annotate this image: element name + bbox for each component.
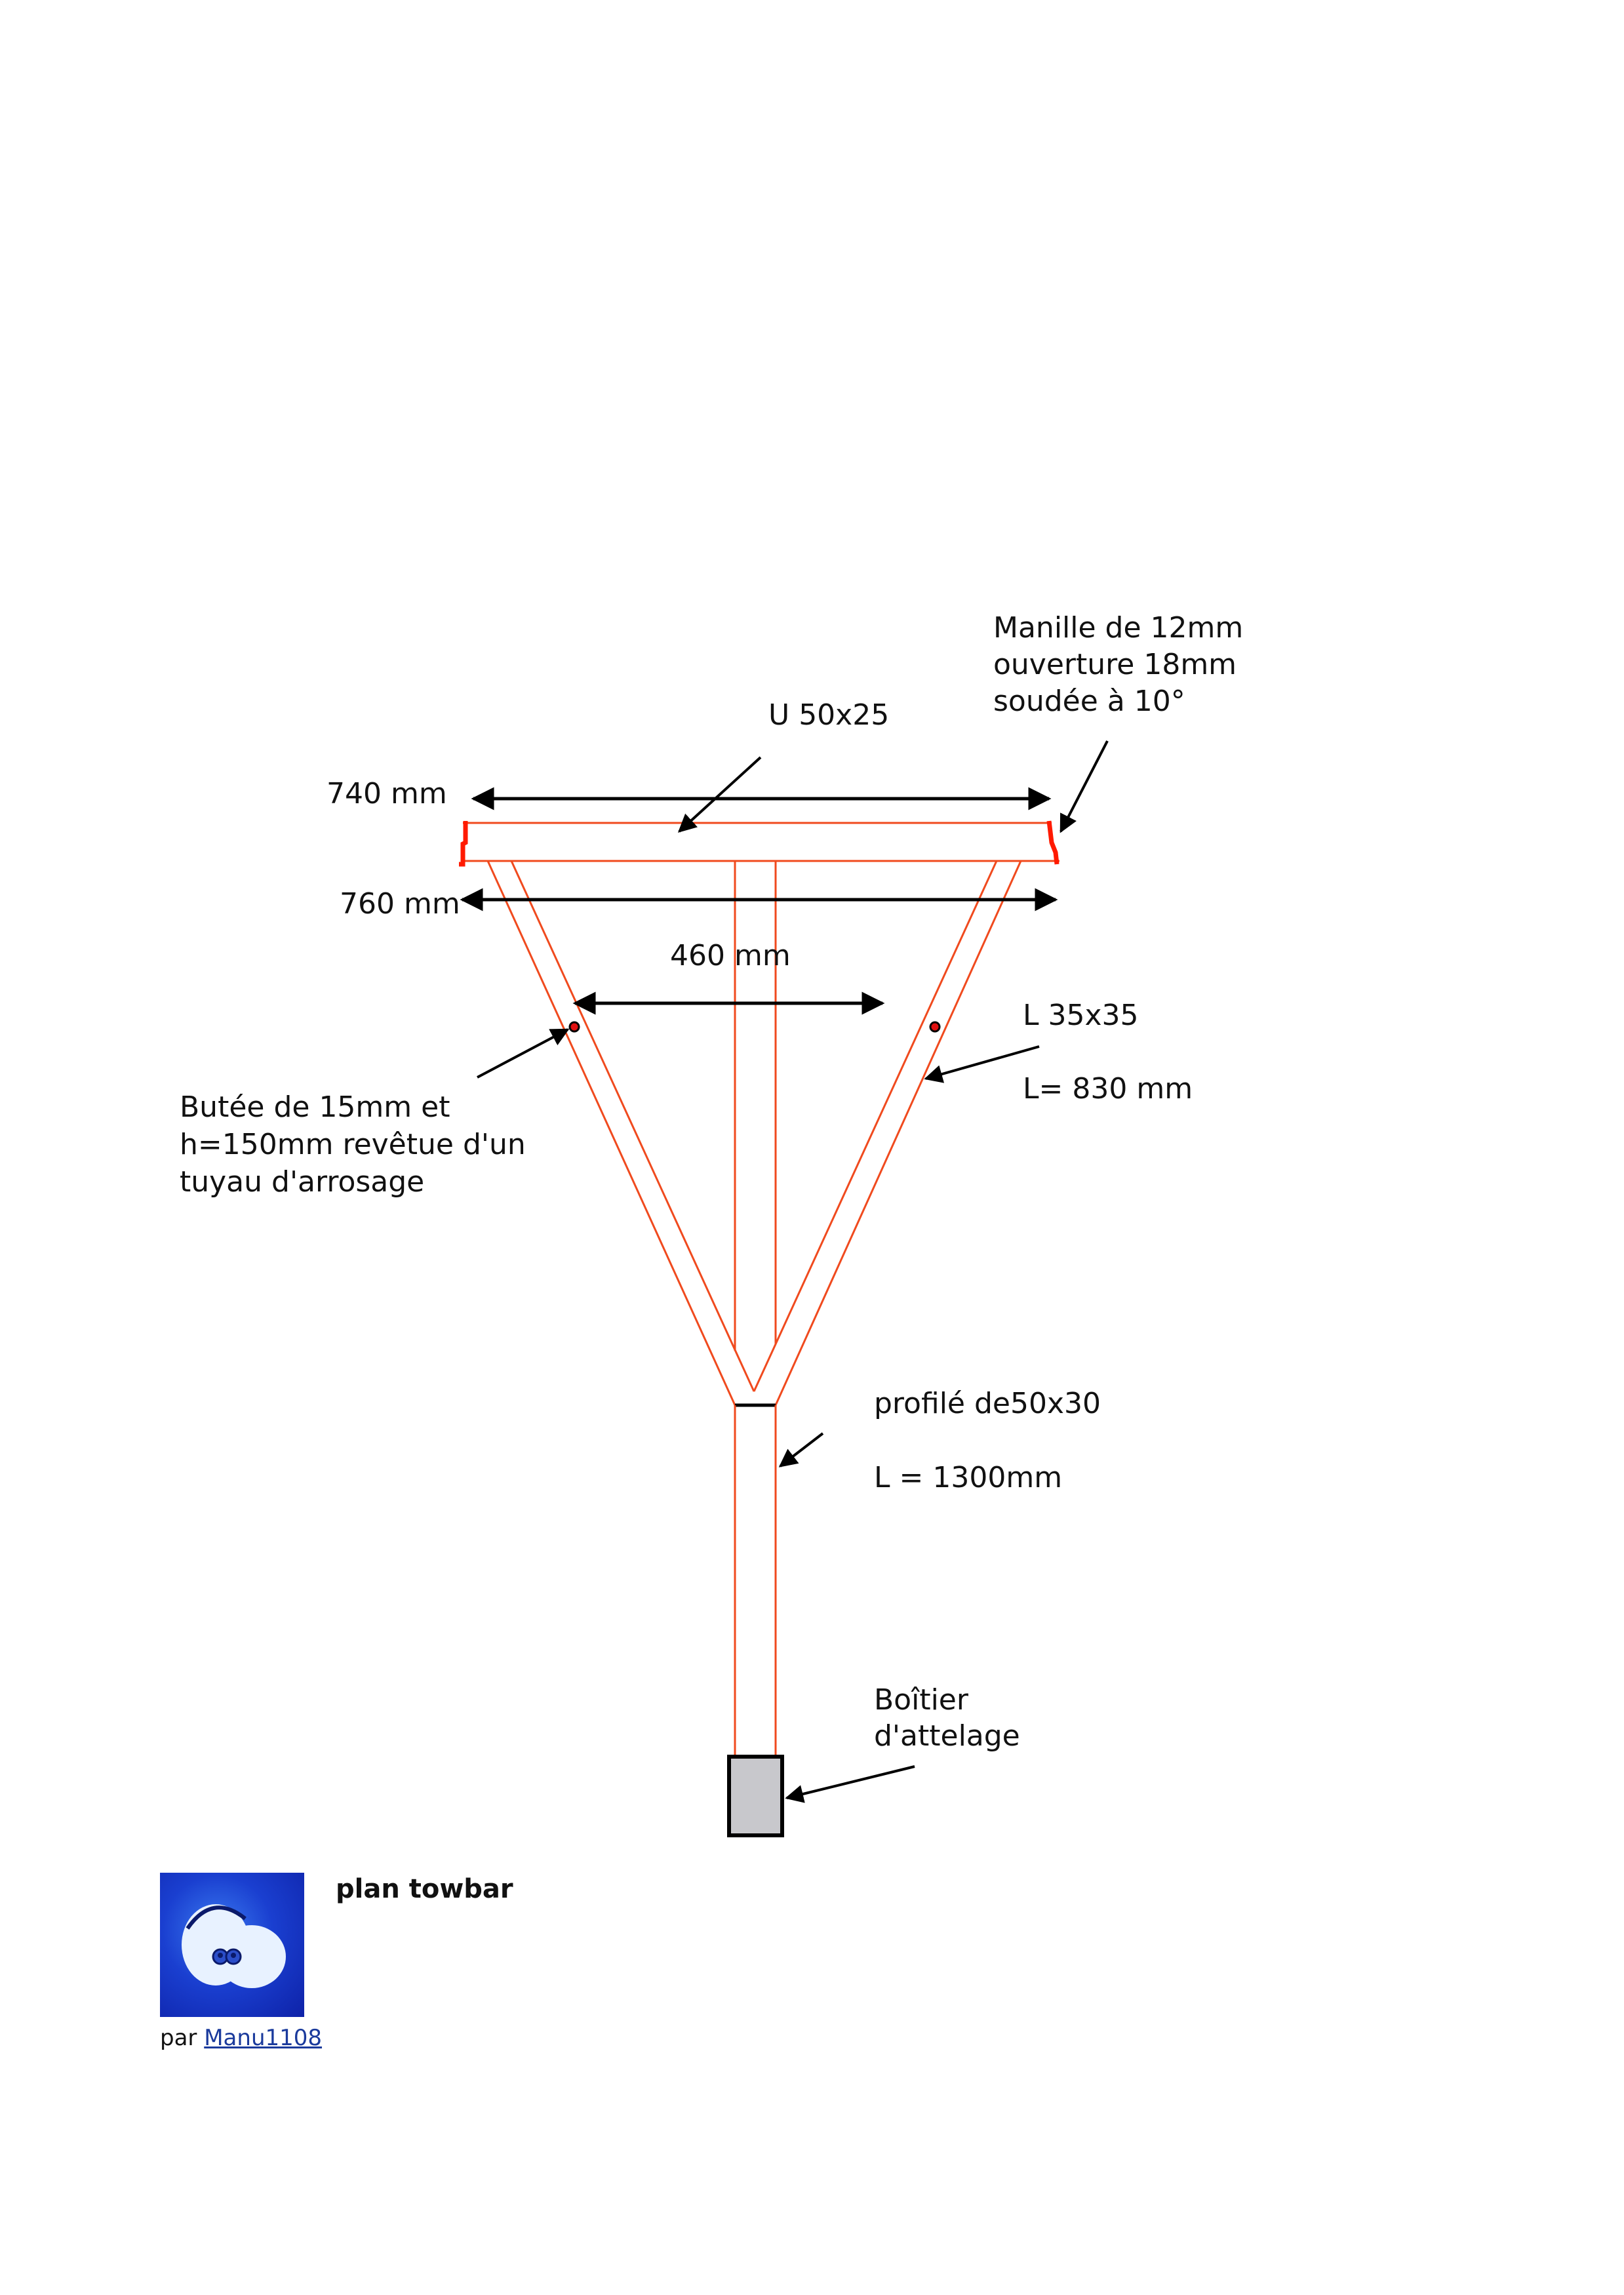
right-stop-dot bbox=[929, 1021, 941, 1033]
manille-label: Manille de 12mm ouverture 18mm soudée à … bbox=[993, 611, 1252, 718]
u-profile-label: U 50x25 bbox=[768, 698, 889, 732]
leader-boitier bbox=[785, 1765, 915, 1803]
left-stop-dot bbox=[568, 1021, 580, 1033]
left-side-rail bbox=[486, 860, 755, 1406]
tow-pole bbox=[734, 1403, 777, 1757]
leader-manille bbox=[1060, 740, 1109, 833]
eyes-icon bbox=[182, 1904, 286, 1988]
author-link[interactable]: Manu1108 bbox=[204, 2025, 323, 2051]
right-shackle-bracket bbox=[1046, 820, 1060, 865]
leader-pole bbox=[778, 1432, 824, 1467]
l-length-label: L= 830 mm bbox=[1023, 1072, 1193, 1106]
left-shackle-bracket bbox=[459, 821, 468, 867]
dim-740-label: 740 mm bbox=[327, 777, 447, 810]
footer: plan towbar par Manu1108 bbox=[160, 1873, 750, 2069]
byline-prefix: par bbox=[160, 2025, 197, 2051]
butee-label: Butée de 15mm et h=150mm revêtue d'un tu… bbox=[180, 1090, 535, 1199]
author-avatar[interactable] bbox=[160, 1873, 304, 2017]
leader-u-profile bbox=[677, 756, 762, 833]
pole-profile-label: profilé de50x30 bbox=[874, 1387, 1101, 1420]
coupling-box bbox=[727, 1755, 784, 1837]
leader-butee bbox=[477, 1028, 570, 1079]
top-beam bbox=[459, 820, 1060, 867]
post-title: plan towbar bbox=[336, 1874, 513, 1904]
l-profile-label: L 35x35 bbox=[1023, 999, 1139, 1032]
center-bar bbox=[734, 861, 777, 1351]
pole-length-label: L = 1300mm bbox=[874, 1461, 1062, 1494]
leader-l-profile bbox=[924, 1045, 1040, 1083]
boitier-label: Boîtier d'attelage bbox=[874, 1683, 1020, 1753]
right-side-rail bbox=[753, 860, 1022, 1406]
byline: par Manu1108 bbox=[160, 2025, 322, 2051]
dim-460-label: 460 mm bbox=[670, 939, 791, 972]
dim-760-label: 760 mm bbox=[340, 887, 460, 921]
